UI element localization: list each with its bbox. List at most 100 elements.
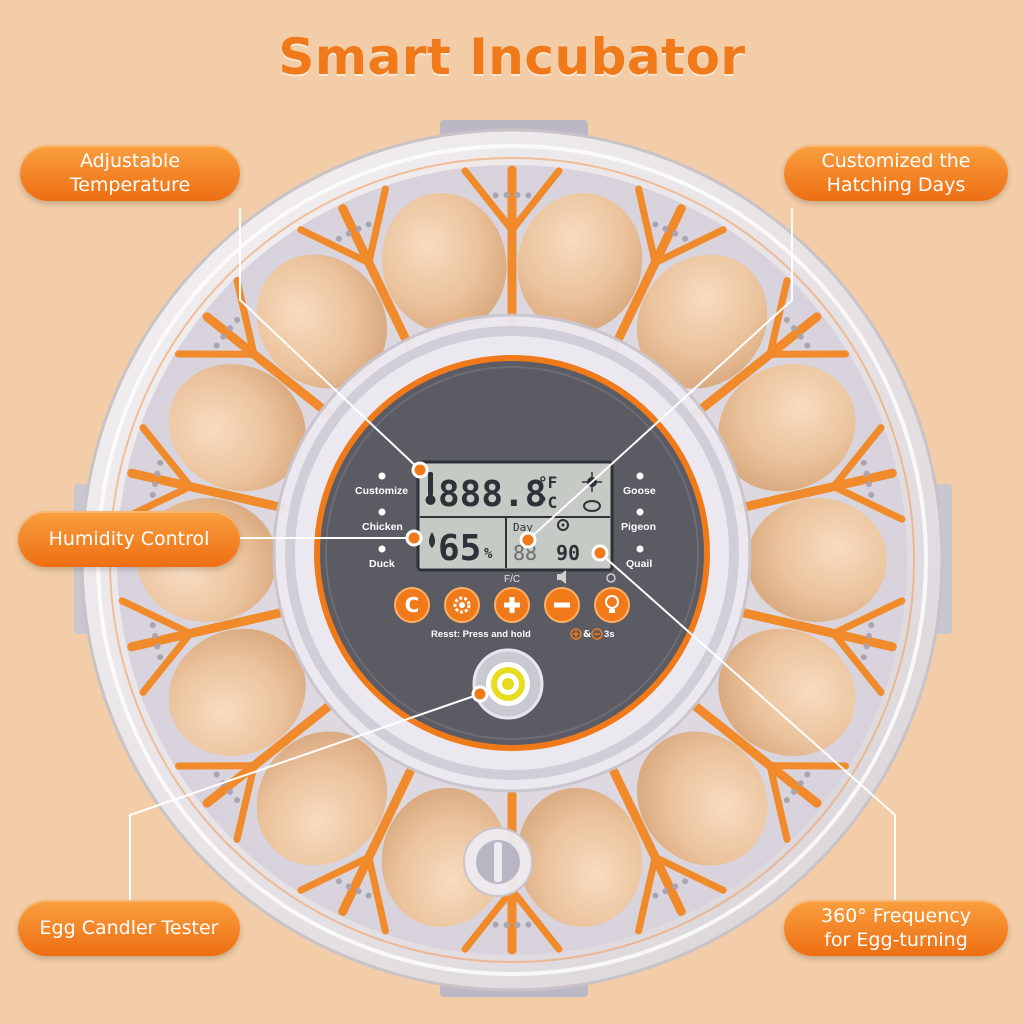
callout-temperature: Adjustable Temperature [20,145,240,201]
egg [517,193,643,333]
minus-button[interactable] [544,587,580,623]
tray-spoke-arm [139,424,194,491]
minus-icon [554,602,570,608]
tray-spoke-arm [297,226,373,267]
egg-tray-icon [583,500,601,512]
vent-holes [149,192,875,928]
callout-turning-line2: for Egg-turning [824,929,968,951]
vent-hole [234,797,241,804]
vent-hole [797,780,804,787]
thermometer-icon [425,472,436,505]
tray-spoke-arm [830,483,906,523]
tray-spoke-arm [508,886,563,953]
vent-hole [804,342,811,349]
vent-hole [234,316,241,323]
vent-hole [863,470,870,477]
tray-spoke [202,702,333,808]
vent-hole [213,342,220,349]
callout-temperature-line1: Adjustable [79,150,181,172]
vent-hole [797,333,804,340]
egg [747,498,887,622]
vent-hole [652,221,659,228]
egg [718,364,856,492]
vent-hole [503,192,510,199]
vent-hole [365,221,372,228]
callout-temperature-line2: Temperature [69,174,191,196]
light-button[interactable] [594,587,630,623]
tray-spoke-arm [365,853,389,935]
vent-hole [866,632,873,639]
egg [256,731,388,866]
tray-spoke [338,767,415,916]
vent-hole [804,771,811,778]
egg [256,254,388,389]
tray-spoke [691,702,822,808]
reset-duration: 3s [604,629,615,640]
callout-humidity-line1: Humidity Control [48,528,210,550]
mode-customize: Customize [355,485,408,497]
callout-hatching-line2: Hatching Days [826,174,966,196]
vent-hole [860,654,867,661]
page-title: Smart Incubator [278,28,746,86]
vent-hole [652,892,659,899]
vent-hole [503,921,510,928]
vent-hole [868,622,875,629]
left-mode-list: Customize Chicken Duck [355,472,408,570]
settings-button[interactable] [444,587,480,623]
callout-turning: 360° Frequency for Egg-turning [784,900,1008,956]
vent-hole [783,316,790,323]
egg-candler[interactable] [472,648,544,720]
fc-label: F/C [504,574,520,585]
egg [168,628,306,756]
tray-spoke-arm [830,424,885,491]
vent-hole [492,192,499,199]
tray-spoke-arm [365,185,389,267]
vent-hole [149,491,156,498]
tray-spoke [736,607,897,652]
mode-chicken: Chicken [362,521,403,533]
callout-candler: Egg Candler Tester [18,900,240,956]
vent-hole [790,325,797,332]
plus-button[interactable] [494,587,530,623]
svg-text:&: & [583,629,591,640]
vent-hole [868,491,875,498]
egg [636,731,768,866]
vent-hole [525,921,532,928]
lcd-turn-value: 90 [556,541,580,565]
vent-hole [492,921,499,928]
vent-hole [525,192,532,199]
lcd-unit-f: °F [538,473,557,492]
vent-hole [220,333,227,340]
mute-icon [557,570,566,584]
vent-hole [227,325,234,332]
vent-hole [672,883,679,890]
vent-hole [355,225,362,232]
mode-pigeon: Pigeon [621,521,656,533]
tray-spoke-arm [508,167,563,234]
egg [718,628,856,756]
tray-spoke-arm [233,762,258,843]
vent-hole [345,883,352,890]
vent-hole [672,230,679,237]
reset-instruction: Resst: Press and hold [431,629,531,640]
lcd-unit-c: °C [538,493,557,512]
vent-hole [682,878,689,885]
tray-spoke-arm [118,597,194,637]
light-small-icon [606,573,616,583]
callout-hatching-days: Customized the Hatching Days [784,145,1008,201]
vent-hole [662,888,669,895]
tray-spoke-arm [651,853,727,894]
vent-hole [154,643,161,650]
egg [381,193,507,333]
reset-button[interactable]: C [394,587,430,623]
lcd-temperature: 888.8 [438,474,546,515]
svg-text:C: C [405,593,420,617]
vent-hole [790,788,797,795]
lcd-day-label: Day [513,521,533,534]
tray-spoke [338,204,415,353]
vent-hole [514,921,521,928]
vent-hole [151,632,158,639]
vent-hole [227,788,234,795]
vent-hole [157,654,164,661]
